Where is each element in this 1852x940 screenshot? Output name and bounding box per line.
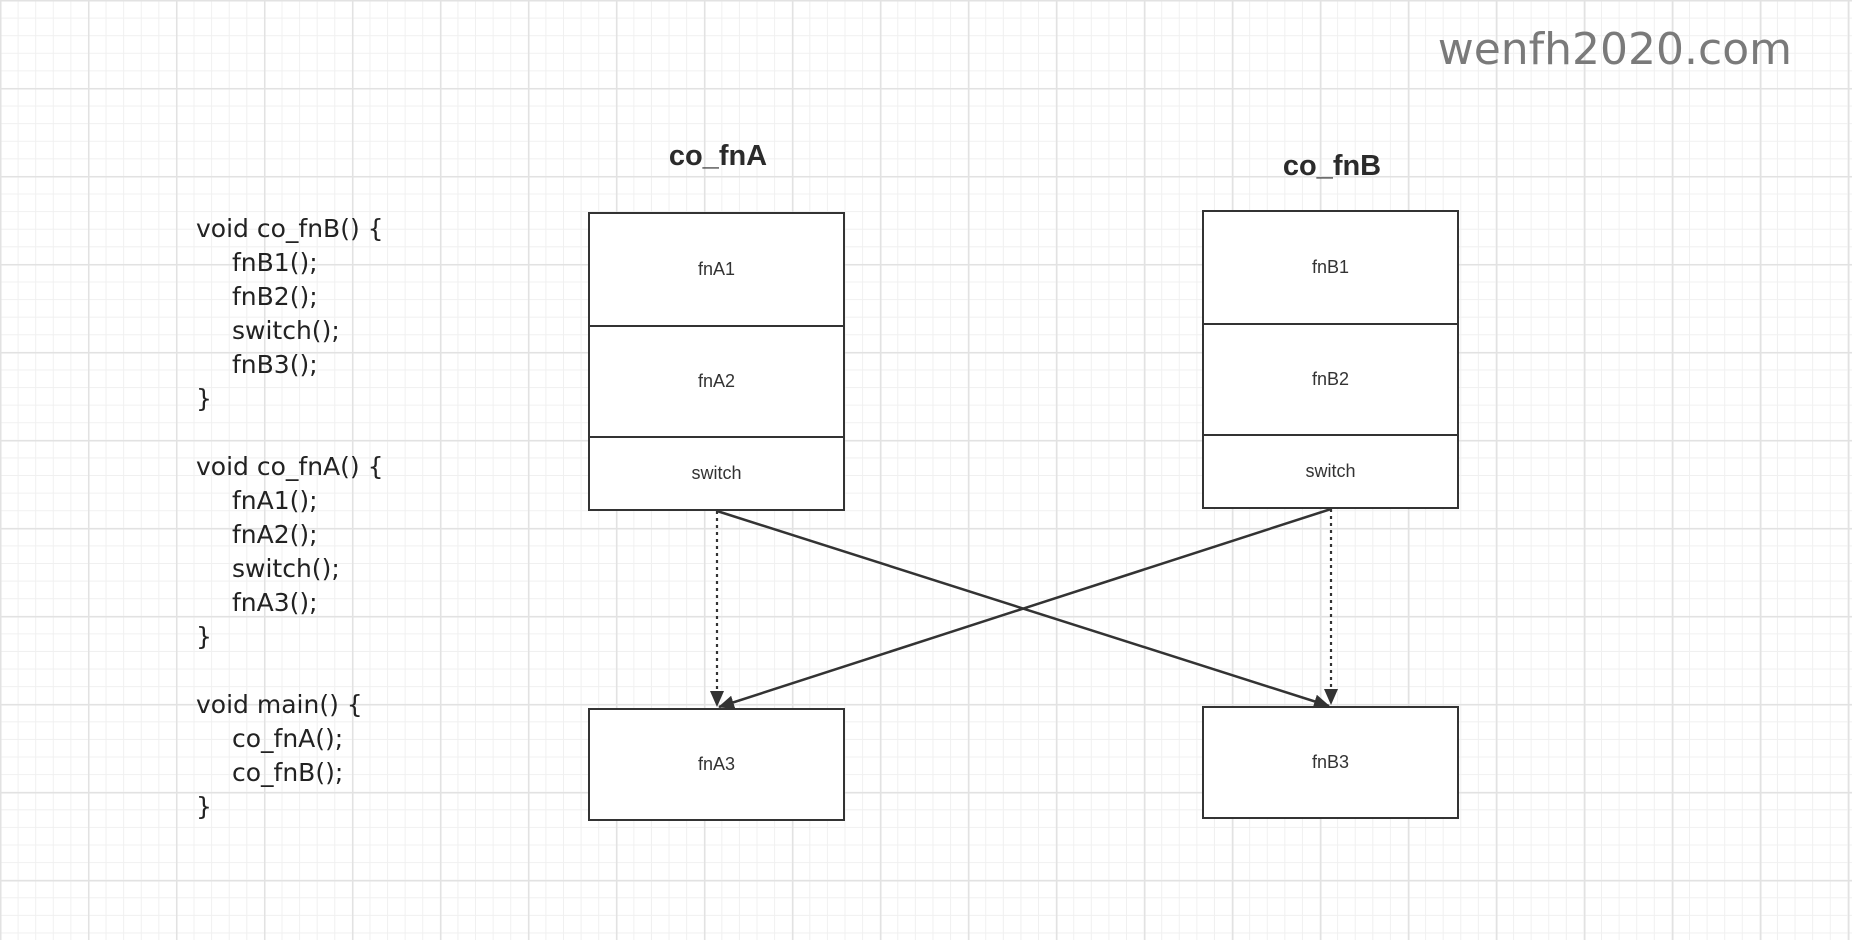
fnA-switch-cell: switch (590, 436, 843, 509)
code-line: co_fnA(); (232, 724, 344, 753)
code-listing: void co_fnB() { fnB1(); fnB2(); switch()… (196, 212, 384, 824)
code-line: co_fnB(); (232, 758, 344, 787)
code-block-co-fnB: void co_fnB() { fnB1(); fnB2(); switch()… (196, 212, 384, 416)
fnB2-cell: fnB2 (1204, 323, 1457, 434)
co-fnA-stack: fnA1 fnA2 switch (588, 212, 845, 511)
co-fnB-title: co_fnB (1282, 150, 1382, 182)
code-line: fnA2(); (232, 520, 318, 549)
code-line: switch(); (232, 554, 340, 583)
fnA1-cell: fnA1 (697, 259, 736, 279)
fnA3-box: fnA3 (588, 708, 845, 821)
code-line: switch(); (232, 316, 340, 345)
code-line: } (196, 792, 212, 821)
code-line: fnA1(); (232, 486, 318, 515)
code-line: fnB2(); (232, 282, 318, 311)
code-line: void co_fnA() { (196, 452, 384, 481)
co-fnA-title: co_fnA (668, 140, 768, 172)
code-block-co-fnA: void co_fnA() { fnA1(); fnA2(); switch()… (196, 450, 384, 654)
code-line: void main() { (196, 690, 363, 719)
arrow-b-switch-to-fnA3 (718, 507, 1332, 710)
code-line: fnB3(); (232, 350, 318, 379)
code-block-main: void main() { co_fnA(); co_fnB(); } (196, 688, 384, 824)
code-line: } (196, 384, 212, 413)
fnB3-box: fnB3 (1202, 706, 1459, 819)
arrow-a-switch-to-fnB3 (716, 509, 1330, 709)
code-line: fnA3(); (232, 588, 318, 617)
code-line: } (196, 622, 212, 651)
fnB-switch-cell: switch (1204, 434, 1457, 507)
co-fnB-stack: fnB1 fnB2 switch (1202, 210, 1459, 509)
watermark: wenfh2020.com (1437, 24, 1792, 75)
code-line: fnB1(); (232, 248, 318, 277)
fnB1-cell: fnB1 (1311, 257, 1350, 277)
fnA2-cell: fnA2 (590, 325, 843, 436)
code-line: void co_fnB() { (196, 214, 384, 243)
